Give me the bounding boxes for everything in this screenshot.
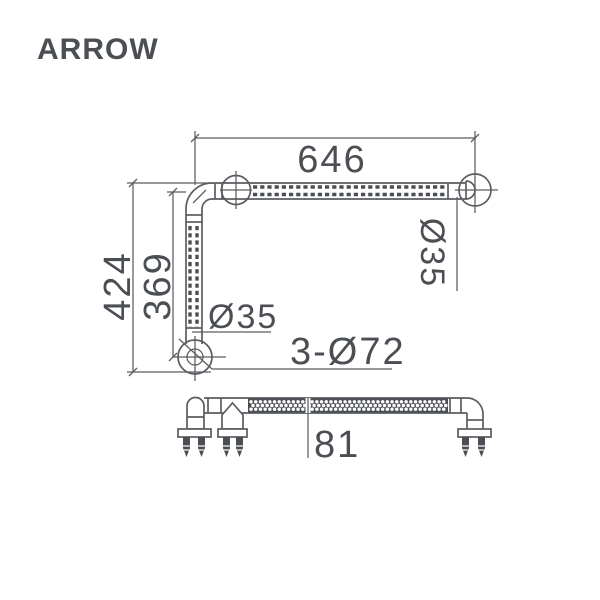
dimension-81: 81 xyxy=(305,398,360,466)
screw-icon xyxy=(198,437,205,457)
dim-length-label: 646 xyxy=(297,139,366,181)
brand-logo: ARROW xyxy=(37,33,159,66)
tick-icon xyxy=(168,187,178,197)
dim-overall-height-label: 424 xyxy=(97,251,139,320)
screw-icon xyxy=(223,437,230,457)
mount-flange xyxy=(217,428,248,438)
dim-front-height-label: 81 xyxy=(314,424,360,466)
screw-icon xyxy=(478,437,485,457)
front-tube xyxy=(204,397,467,414)
leader-tube-diameter-right: Ø35 xyxy=(413,197,458,291)
front-knurl xyxy=(248,398,448,413)
leader-flange-spec: 3-Ø72 xyxy=(178,331,406,373)
plan-horizontal-tube xyxy=(185,182,466,210)
front-middle-post xyxy=(217,401,248,457)
tick-icon xyxy=(128,367,138,377)
screw-icon xyxy=(236,437,243,457)
plan-vertical-tube xyxy=(185,209,203,344)
plan-right-flange xyxy=(455,173,498,207)
leader-tube-diameter: Ø35 xyxy=(192,298,278,336)
dimension-369: 369 xyxy=(137,187,186,362)
plan-view: 646 424 369 xyxy=(97,131,498,381)
screw-icon xyxy=(183,437,190,457)
dim-inner-height-label: 369 xyxy=(137,251,179,320)
dim-tube-diameter-right-label: Ø35 xyxy=(413,218,451,288)
tick-icon xyxy=(190,133,200,143)
tick-icon xyxy=(470,133,480,143)
dim-tube-diameter-label: Ø35 xyxy=(208,298,278,336)
dimension-424: 424 xyxy=(97,178,213,377)
dimension-646: 646 xyxy=(190,131,480,213)
dim-flange-label: 3-Ø72 xyxy=(290,331,406,373)
screw-icon xyxy=(462,437,469,457)
elbow-mitre-line xyxy=(192,189,207,204)
plan-bottom-flange xyxy=(173,336,226,381)
mount-flange xyxy=(457,428,492,438)
plan-corner-flange xyxy=(220,171,252,209)
front-view: 81 xyxy=(177,396,492,466)
front-right-post xyxy=(457,397,492,457)
tick-icon xyxy=(128,178,138,188)
mount-flange xyxy=(177,428,212,438)
front-left-post xyxy=(177,396,212,457)
